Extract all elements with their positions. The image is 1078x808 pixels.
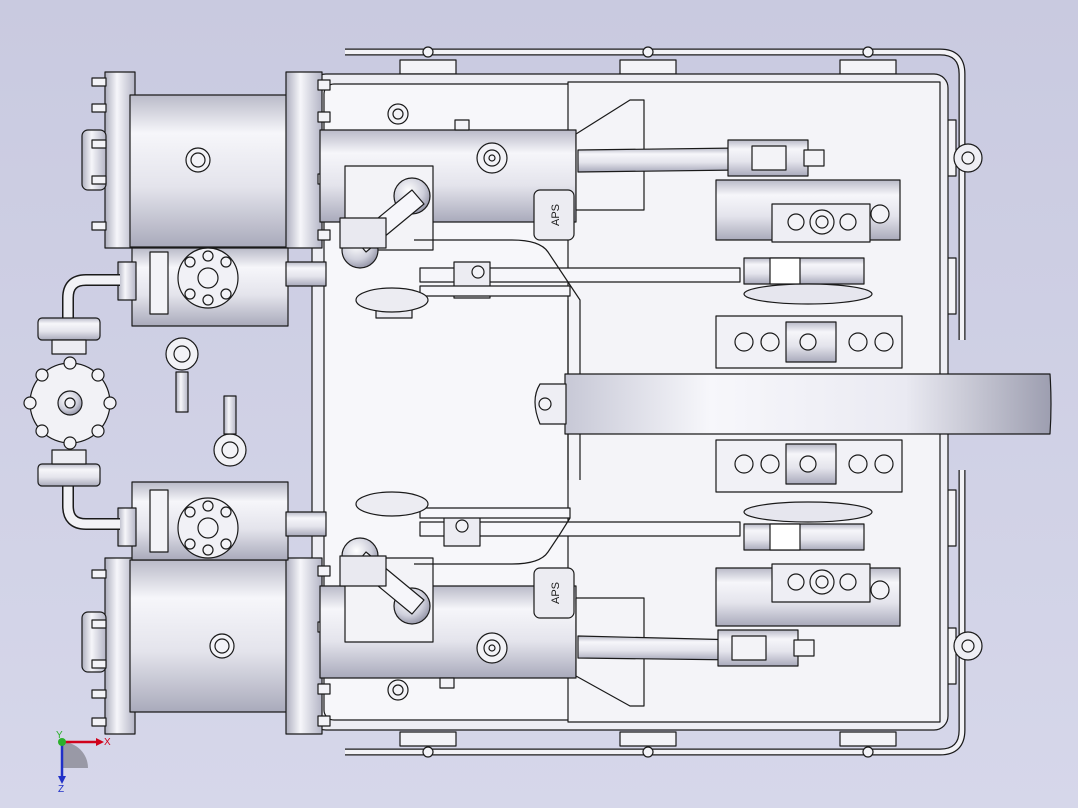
axis-triad: X Y Z [56, 730, 111, 795]
cylinder-top[interactable] [81, 71, 331, 249]
valve-chest-top[interactable] [117, 247, 327, 327]
z-axis-label: Z [58, 784, 64, 795]
lubricators[interactable] [165, 337, 247, 467]
x-axis-label: X [104, 737, 111, 748]
rail-clamps [399, 46, 983, 758]
steam-pipe[interactable] [37, 274, 120, 530]
cylinder-bottom[interactable] [81, 557, 331, 735]
y-axis-label: Y [56, 730, 63, 741]
flywheel[interactable] [534, 373, 1052, 435]
aps-label-bottom: APS [550, 582, 562, 604]
throttle-handwheel[interactable] [23, 356, 117, 450]
aps-label-top: APS [550, 204, 562, 226]
valve-linkage-top[interactable] [339, 165, 741, 480]
valve-chest-bottom[interactable] [117, 481, 327, 561]
valve-linkage-bottom[interactable] [339, 491, 741, 643]
crank-bearing-top[interactable] [715, 203, 903, 369]
crank-bearing-bottom[interactable] [715, 439, 903, 603]
pipe-rail [345, 48, 966, 756]
